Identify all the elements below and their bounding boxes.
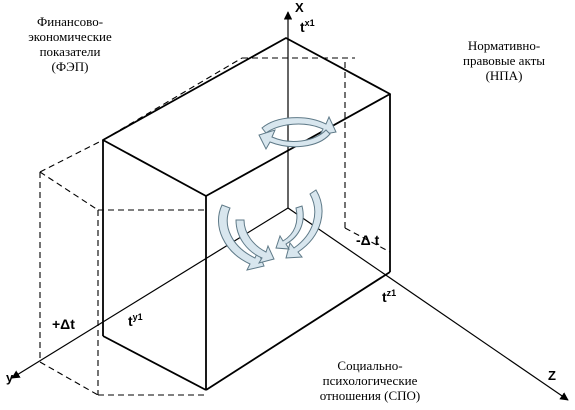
z-axis [287,207,569,401]
circular-arrow-right-inner [275,205,304,250]
circular-arrow-left [218,204,265,271]
axis-label-x: X [295,0,304,15]
tick-tx1: tx1 [300,18,315,35]
label-npa: Нормативно- правовые акты (НПА) [463,38,545,83]
axis-label-z: Z [548,368,556,383]
label-spo: Социально- психологические отношения (СП… [319,358,421,403]
circular-arrow-right [285,189,323,259]
rotation-arrows [218,115,337,271]
main-box-hidden-edges [102,57,391,253]
tick-ty1: ty1 [128,312,143,329]
tick-tz1: tz1 [382,288,397,305]
tick-plus-delta-t: +Δt [52,316,75,332]
tick-minus-delta-t: -Δ t [356,232,380,248]
circular-arrow-left-inner [235,219,275,264]
label-fep: Финансово- экономические показатели (ФЭП… [28,14,112,74]
main-box [102,37,391,391]
circular-arrow-top [261,115,337,136]
circular-arrow-top-return [258,129,331,151]
extension-box-dashed [39,139,206,396]
axis-label-y: y [6,370,14,385]
